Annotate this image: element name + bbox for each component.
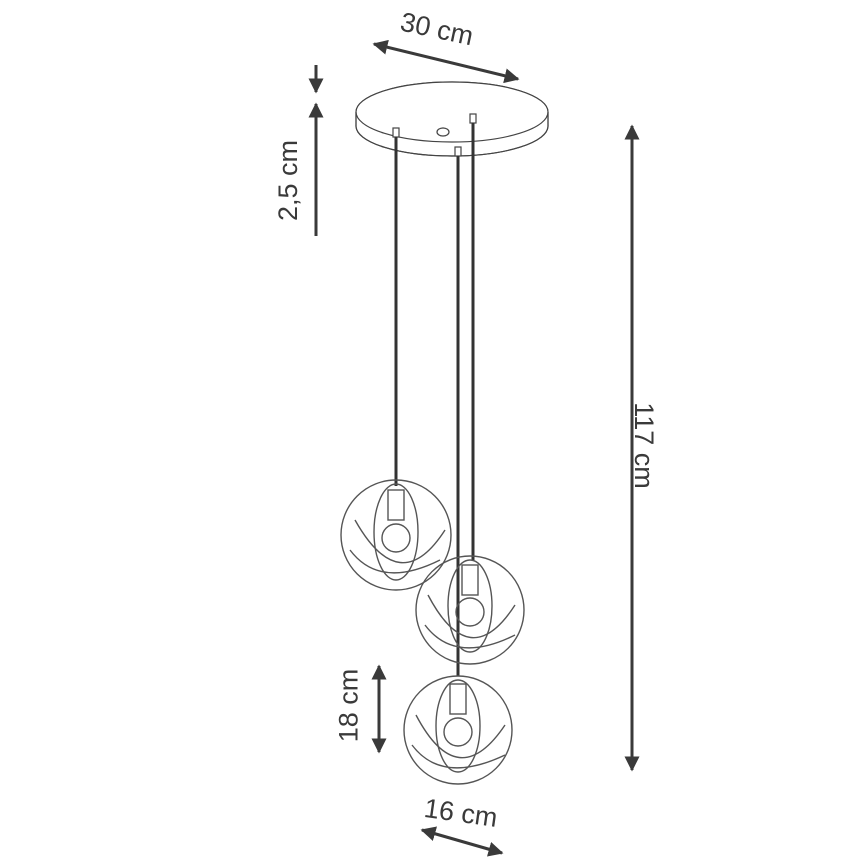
shade-height-label: 18 cm: [333, 668, 364, 743]
suspension-cords: [394, 123, 475, 676]
canopy-height-label: 2,5 cm: [273, 139, 304, 222]
globe-shade-1: [340, 479, 452, 591]
globe-shade-3: [403, 675, 513, 785]
shade-diameter-arrow: [420, 826, 504, 857]
canopy-diameter-arrow: [372, 39, 520, 84]
total-height-label: 117 cm: [628, 402, 659, 489]
ceiling-canopy: [355, 81, 549, 157]
globe-shade-2: [415, 555, 525, 665]
dimension-lines: [308, 39, 640, 857]
